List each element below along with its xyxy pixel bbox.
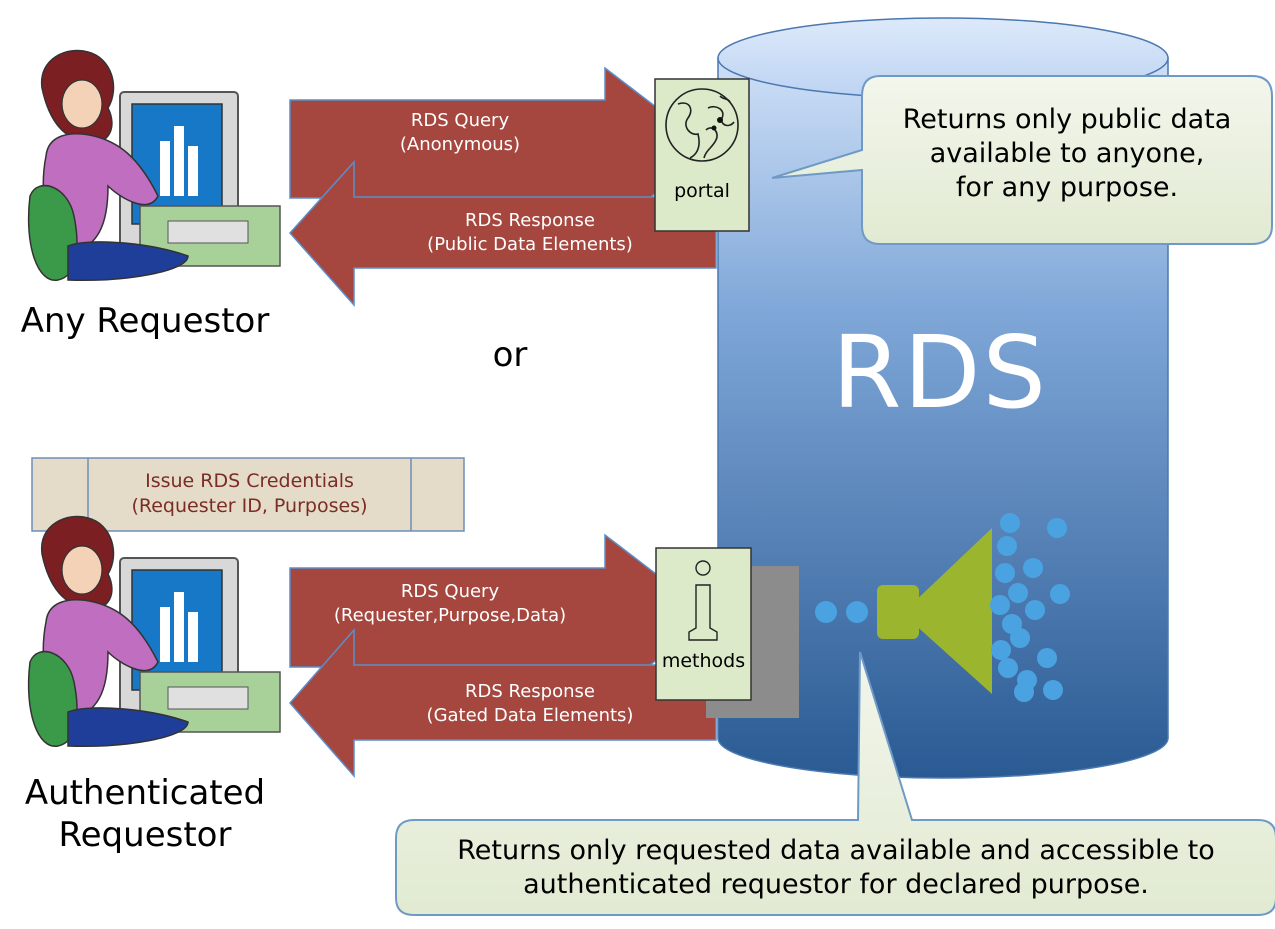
- public-callout-text: Returns only public data available to an…: [902, 104, 1232, 203]
- authenticated-requestor-label: Authenticated Requestor: [24, 773, 266, 855]
- or-label: or: [492, 335, 528, 375]
- public-data-callout: [771, 75, 1273, 245]
- methods-box: [655, 547, 799, 718]
- info-icon: [688, 560, 718, 641]
- gated-callout-text: Returns only requested data available an…: [457, 835, 1215, 900]
- anon-response-arrow: [288, 160, 717, 307]
- anon-response-label: RDS Response (Public Data Elements): [427, 210, 633, 255]
- anon-query-label: RDS Query (Anonymous): [399, 110, 521, 155]
- gated-data-callout: [395, 651, 1275, 916]
- any-requestor-icon: [27, 49, 281, 281]
- credentials-label: Issue RDS Credentials (Requester ID, Pur…: [131, 470, 368, 517]
- any-requestor-label: Any Requestor: [20, 301, 270, 341]
- portal-box: [654, 78, 750, 232]
- credentials-box: [31, 457, 465, 532]
- auth-response-label: RDS Response (Gated Data Elements): [426, 681, 634, 726]
- methods-label: methods: [661, 650, 746, 672]
- auth-query-label: RDS Query (Requester,Purpose,Data): [333, 581, 567, 626]
- globe-icon: [665, 88, 739, 162]
- authenticated-requestor-icon: [27, 515, 281, 747]
- auth-response-arrow: [289, 628, 717, 778]
- filter-funnel-icon: [815, 513, 1070, 702]
- rds-label: RDS: [832, 314, 1048, 431]
- portal-label: portal: [674, 180, 730, 202]
